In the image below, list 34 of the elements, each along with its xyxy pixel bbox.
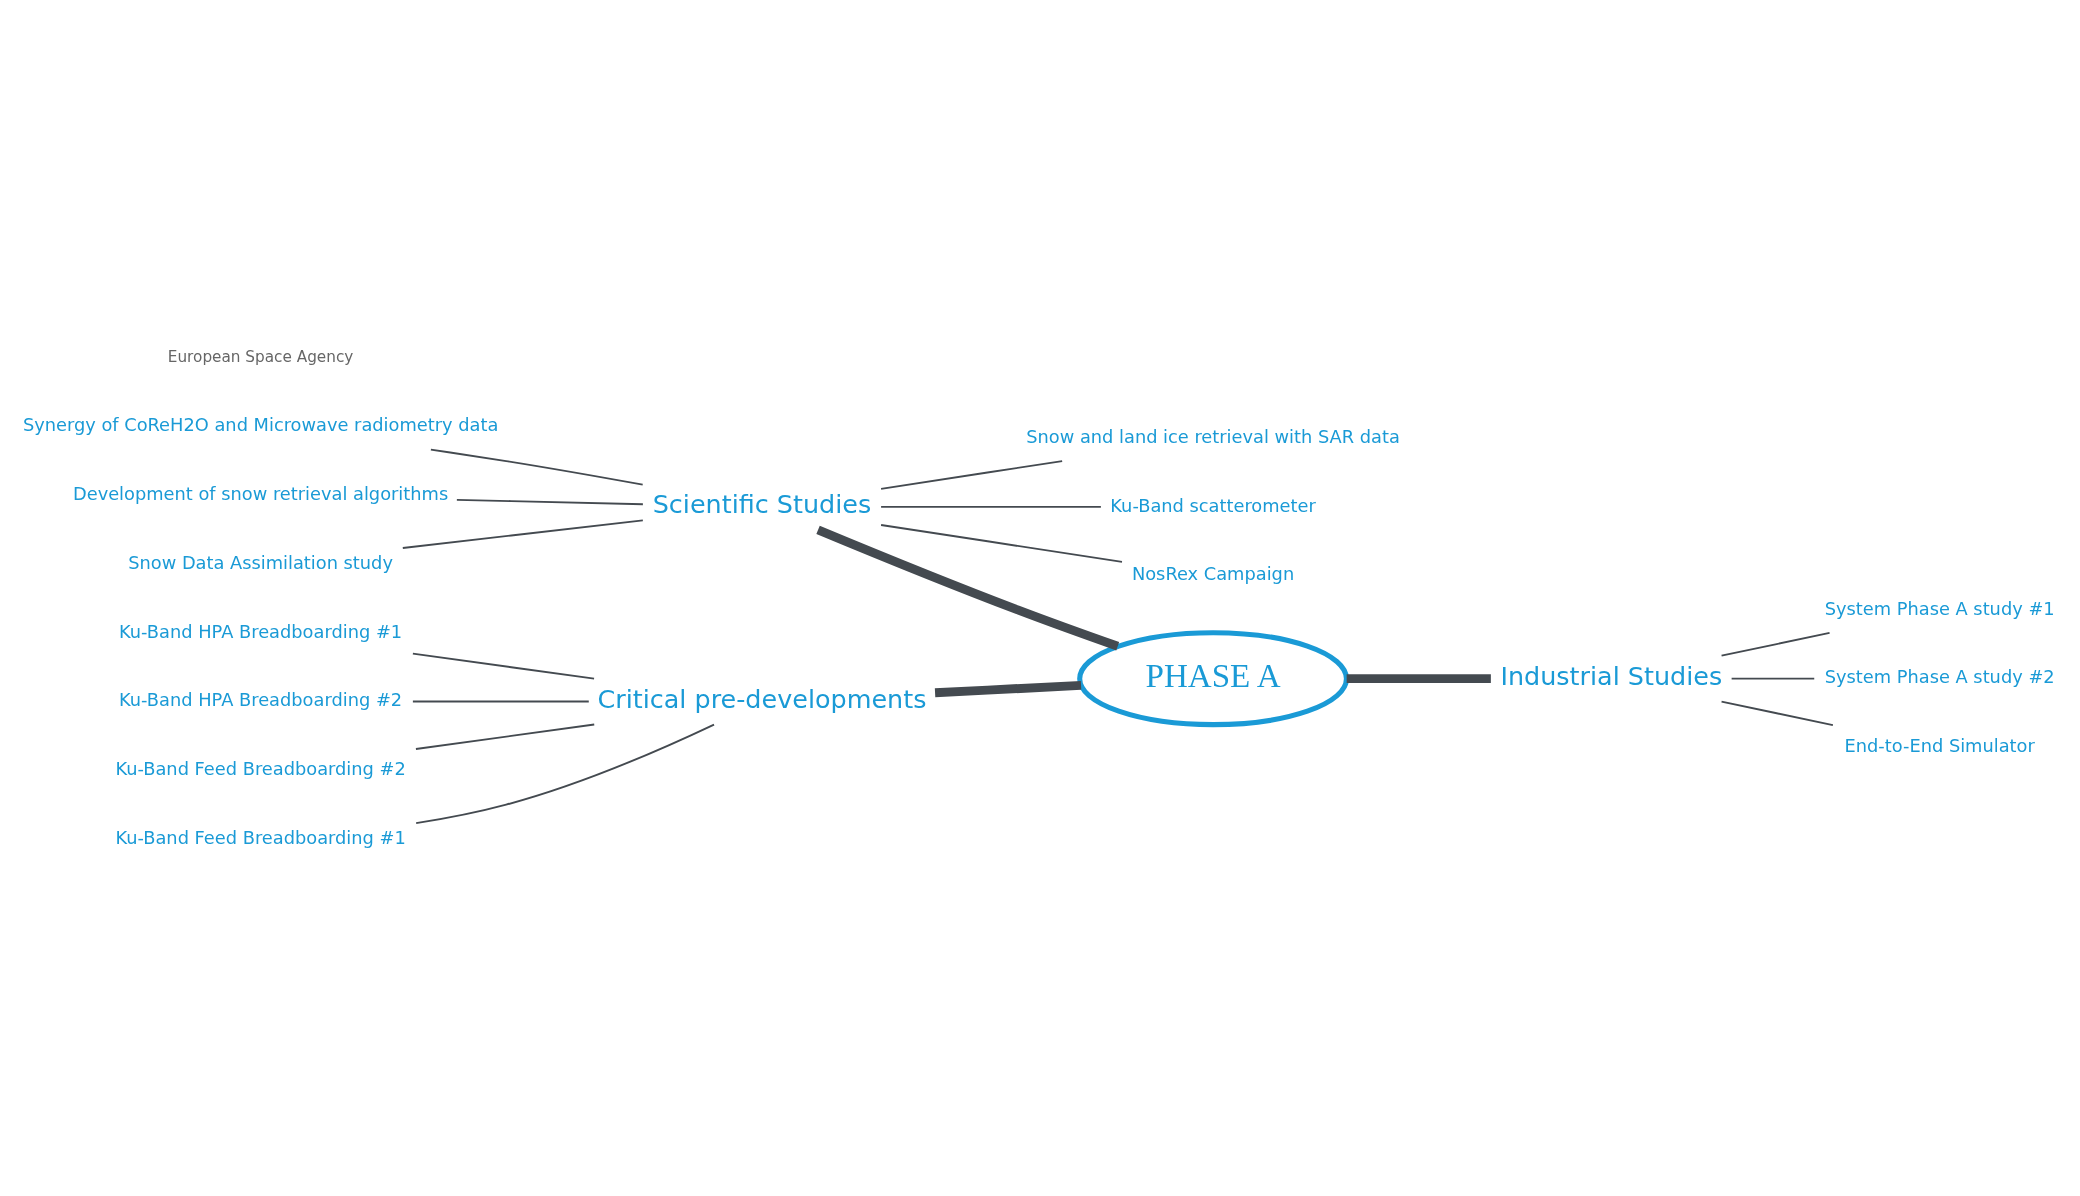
node-text: Ku-Band Feed Breadboarding #2: [115, 757, 406, 779]
node-text: Snow Data Assimilation study: [128, 551, 393, 573]
label: European Space Agency: [167, 347, 354, 366]
node-text: Industrial Studies: [1500, 660, 1723, 691]
connector: [455, 498, 644, 505]
connector: [1720, 700, 1834, 726]
connector: [880, 505, 1102, 508]
node-text: Snow and land ice retrieval with SAR data: [1026, 425, 1400, 447]
connector: [1730, 677, 1816, 680]
connector: [816, 525, 1120, 650]
connector: [934, 680, 1082, 697]
node-text: Ku-Band HPA Breadboarding #2: [119, 688, 403, 710]
node-text: Critical pre-developments: [597, 683, 927, 714]
connector: [429, 448, 644, 486]
connector: [1720, 631, 1831, 657]
connector: [1346, 673, 1491, 683]
node-text: System Phase A study #2: [1824, 665, 2055, 687]
connector: [415, 723, 715, 824]
connector: [880, 523, 1123, 563]
node-text: Ku-Band scatterometer: [1110, 494, 1316, 516]
node-text: NosRex Campaign: [1131, 562, 1295, 584]
node-text: End-to-End Simulator: [1844, 734, 2035, 756]
node-text: Development of snow retrieval algorithms: [72, 482, 449, 504]
connector: [411, 652, 596, 680]
node-text: Ku-Band Feed Breadboarding #1: [115, 826, 406, 848]
connector: [411, 700, 590, 703]
connector: [880, 459, 1064, 490]
node-text: System Phase A study #1: [1824, 597, 2055, 619]
node-text: Scientific Studies: [652, 488, 872, 519]
node-text: Ku-Band HPA Breadboarding #1: [119, 620, 403, 642]
node-ellipse: PHASE A: [1077, 629, 1349, 727]
connector: [414, 723, 596, 750]
connector: [401, 518, 644, 549]
node-text: Synergy of CoReH2O and Microwave radiometry data: [22, 413, 499, 435]
